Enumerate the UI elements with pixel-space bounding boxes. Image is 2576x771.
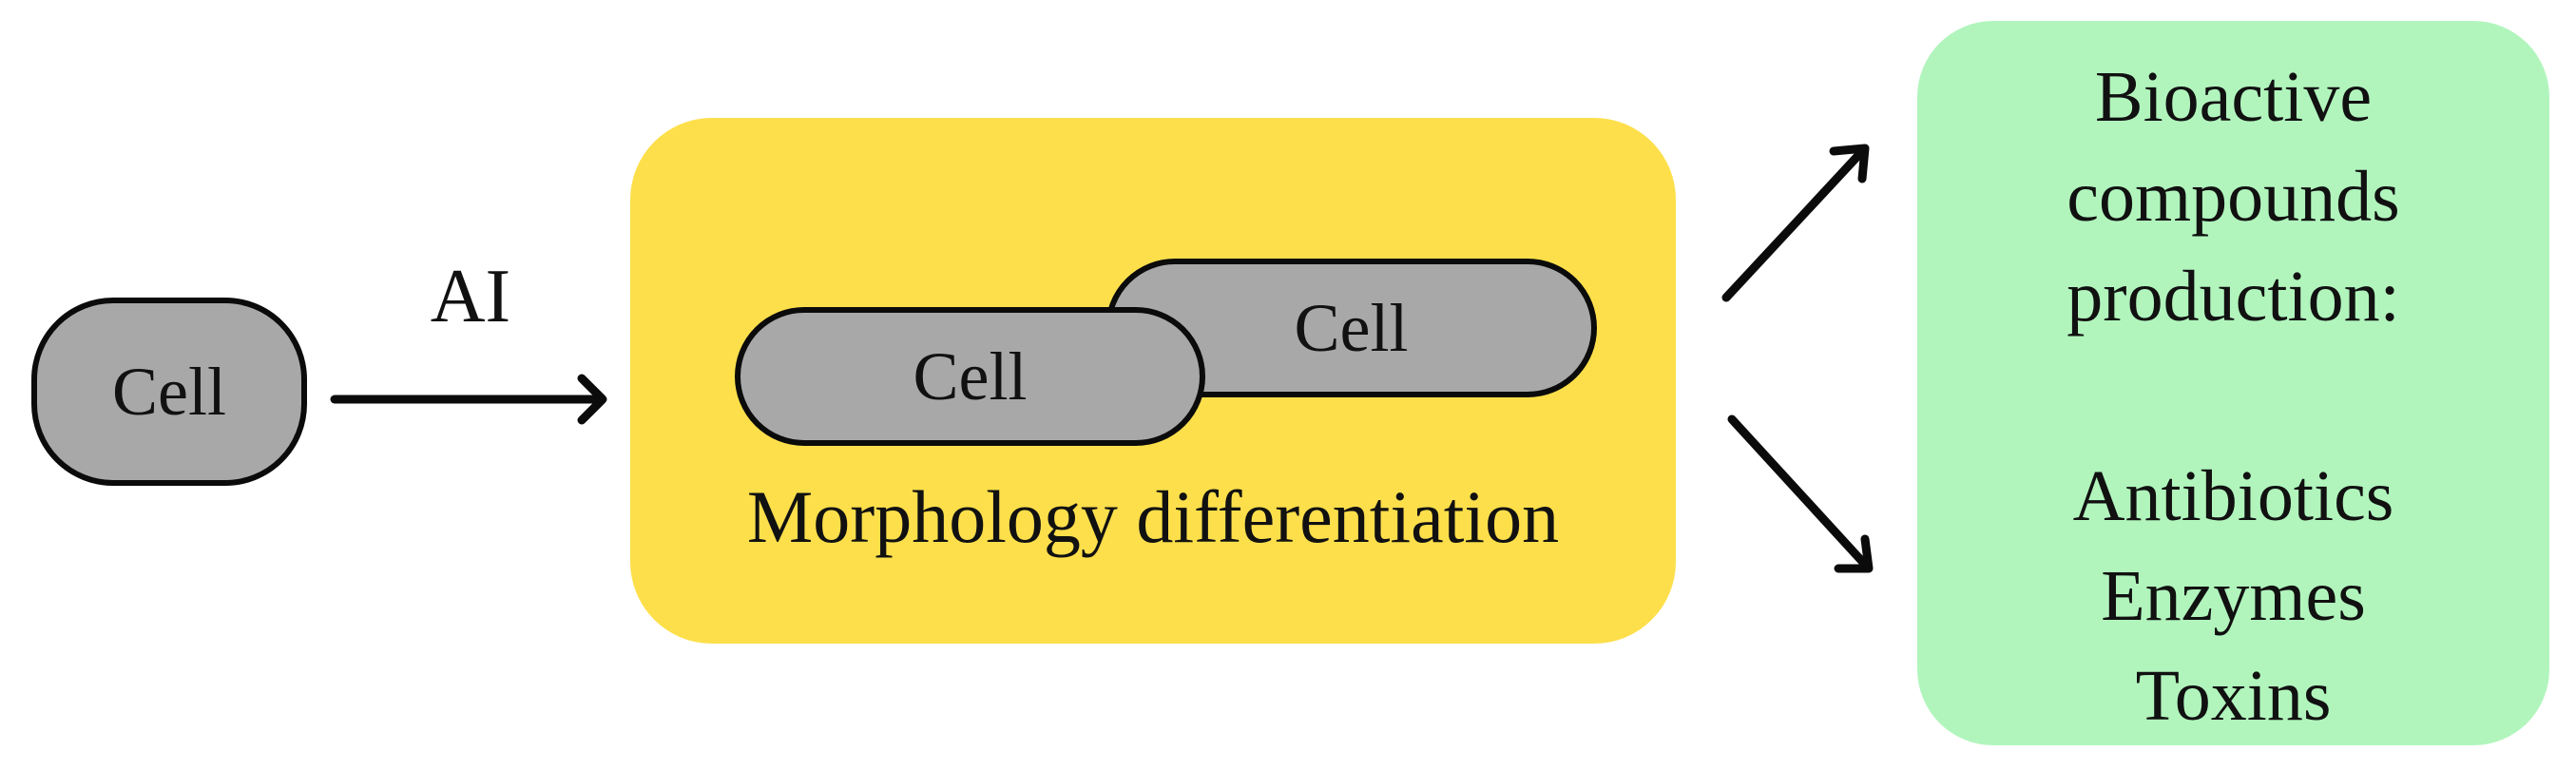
output-heading-line-2: compounds [2067, 157, 2400, 237]
output-heading-line-3: production: [2067, 257, 2400, 337]
source-cell: Cell [31, 298, 307, 486]
output-item-antibiotics: Antibiotics [2072, 456, 2394, 536]
source-cell-label: Cell [112, 354, 226, 430]
bioactive-compounds-box [1917, 21, 2549, 745]
ai-arrow [330, 374, 607, 425]
differentiated-cell-front: Cell [735, 307, 1205, 446]
differentiated-cell-back-label: Cell [1294, 290, 1409, 366]
ai-label: AI [430, 255, 511, 338]
morphology-differentiation-label: Morphology differentiation [746, 475, 1560, 558]
lower-output-arrow [1727, 414, 1874, 573]
output-item-toxins: Toxins [2135, 656, 2332, 736]
differentiated-cell-front-label: Cell [913, 338, 1028, 414]
upper-output-arrow [1721, 144, 1870, 302]
output-item-enzymes: Enzymes [2101, 556, 2366, 636]
bioactive-compounds-text: Bioactive compounds production: Antibiot… [1917, 48, 2549, 746]
output-heading-line-1: Bioactive [2094, 57, 2373, 137]
